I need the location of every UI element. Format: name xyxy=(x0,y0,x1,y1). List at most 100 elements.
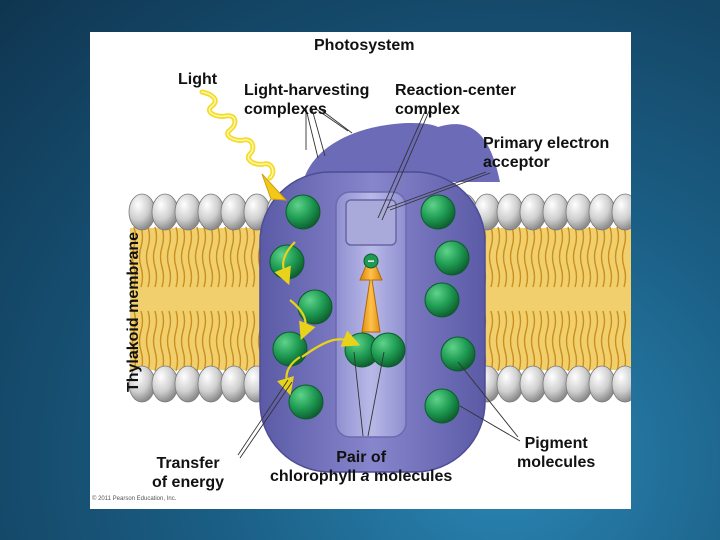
lipid-tail xyxy=(593,226,599,288)
lipid-tail xyxy=(495,226,501,288)
lipid-tail xyxy=(579,310,585,372)
light-harvesting-line-1: Light-harvesting xyxy=(244,82,370,99)
lipid-head xyxy=(565,365,593,403)
lipid-head xyxy=(565,193,593,231)
lipid-tail xyxy=(236,310,242,372)
lipid-tail xyxy=(565,310,571,372)
lipid-head xyxy=(519,365,547,403)
lipid-tail xyxy=(614,226,620,288)
lipid-tail xyxy=(250,310,256,372)
lipid-tail xyxy=(145,310,151,372)
lipid-tail xyxy=(614,310,620,372)
pigment-molecule xyxy=(420,194,456,230)
lipid-tail xyxy=(488,310,494,372)
pair-line-2: chlorophyll a molecules xyxy=(270,467,452,486)
energy-transfer-arrows xyxy=(274,241,361,396)
lipid-tail xyxy=(229,226,235,288)
pigment-molecule xyxy=(424,388,460,424)
lipid-tail xyxy=(152,226,158,288)
photosystem-complex xyxy=(259,122,500,473)
lipid-tail xyxy=(565,226,571,288)
lipid-tail xyxy=(544,310,550,372)
lipid-head xyxy=(151,193,179,231)
lipid-tail xyxy=(187,310,193,372)
lipid-head xyxy=(197,365,225,403)
lipid-tail xyxy=(208,310,214,372)
lipid-tail xyxy=(131,310,137,372)
lipid-tail xyxy=(145,226,151,288)
lipid-head xyxy=(220,193,248,231)
lipid-tail xyxy=(523,226,529,288)
lipid-tail xyxy=(159,310,165,372)
pair-line-2-text: chlorophyll xyxy=(270,468,361,485)
lipid-tail xyxy=(516,226,522,288)
lipid-tail xyxy=(194,226,200,288)
lipid-tail xyxy=(516,310,522,372)
pigment-molecule xyxy=(434,240,470,276)
lipid-tail xyxy=(180,226,186,288)
thylakoid-membrane-label: Thylakoid membrane xyxy=(125,231,142,393)
lipid-tail xyxy=(159,226,165,288)
lipid-tail xyxy=(201,310,207,372)
electron-transfer-arrow: − xyxy=(359,252,383,333)
lipid-tail xyxy=(509,226,515,288)
electron xyxy=(363,253,379,269)
lipid-tail xyxy=(537,310,543,372)
lipid-tail xyxy=(600,310,606,372)
primary-electron-acceptor xyxy=(345,199,397,246)
lipid-tail xyxy=(166,310,172,372)
pigment-molecule xyxy=(297,289,333,325)
lipid-tail xyxy=(544,226,550,288)
lipid-tail xyxy=(600,226,606,288)
copyright-note: © 2011 Pearson Education, Inc. xyxy=(92,496,177,502)
pair-line-2-end: molecules xyxy=(369,468,453,485)
lipid-tail xyxy=(488,226,494,288)
lipid-head xyxy=(174,193,202,231)
lipid-tail xyxy=(523,310,529,372)
primary-acceptor-label: Primary electron acceptor xyxy=(483,134,609,172)
lipid-tail xyxy=(586,226,592,288)
lipid-tail xyxy=(509,310,515,372)
leader-lines xyxy=(237,108,521,459)
lipid-tail xyxy=(558,226,564,288)
lipid-head xyxy=(220,365,248,403)
transfer-line-1: Transfer xyxy=(156,455,220,472)
pigment-molecule xyxy=(288,384,324,420)
primary-acceptor-line-2: acceptor xyxy=(483,154,550,171)
lipid-tail xyxy=(572,226,578,288)
photosystem-figure: − xyxy=(90,32,631,509)
lipid-head xyxy=(542,365,570,403)
lipid-tail xyxy=(551,226,557,288)
light-photon xyxy=(199,89,288,201)
lipid-tail xyxy=(579,226,585,288)
pigment-molecule xyxy=(285,194,321,230)
lipid-tail xyxy=(621,226,627,288)
lipid-tail xyxy=(530,226,536,288)
pigment-molecule xyxy=(440,336,476,372)
lipid-tail xyxy=(243,310,249,372)
lipid-tail xyxy=(593,310,599,372)
pigment-molecules xyxy=(269,194,476,424)
lipid-tail xyxy=(537,226,543,288)
light-harvesting-line-2: complexes xyxy=(244,101,327,118)
lipid-tail xyxy=(607,310,613,372)
pigment-molecules-label: Pigment molecules xyxy=(517,434,595,472)
lipid-tail xyxy=(187,226,193,288)
lipid-head xyxy=(151,365,179,403)
lipid-tail xyxy=(138,226,144,288)
lipid-head xyxy=(588,193,616,231)
lipid-head xyxy=(611,193,631,231)
reaction-center-line-1: Reaction-center xyxy=(395,82,516,99)
lipid-tail xyxy=(173,226,179,288)
lipid-head xyxy=(197,193,225,231)
transfer-line-2: of energy xyxy=(152,474,225,491)
light-label: Light xyxy=(178,71,218,88)
lipid-tail xyxy=(551,310,557,372)
pair-line-2-italic: a xyxy=(360,468,370,485)
lipid-tail xyxy=(222,226,228,288)
lipid-head xyxy=(496,193,524,231)
lipid-tail xyxy=(166,226,172,288)
lipid-tail xyxy=(208,226,214,288)
lipid-tail xyxy=(558,310,564,372)
